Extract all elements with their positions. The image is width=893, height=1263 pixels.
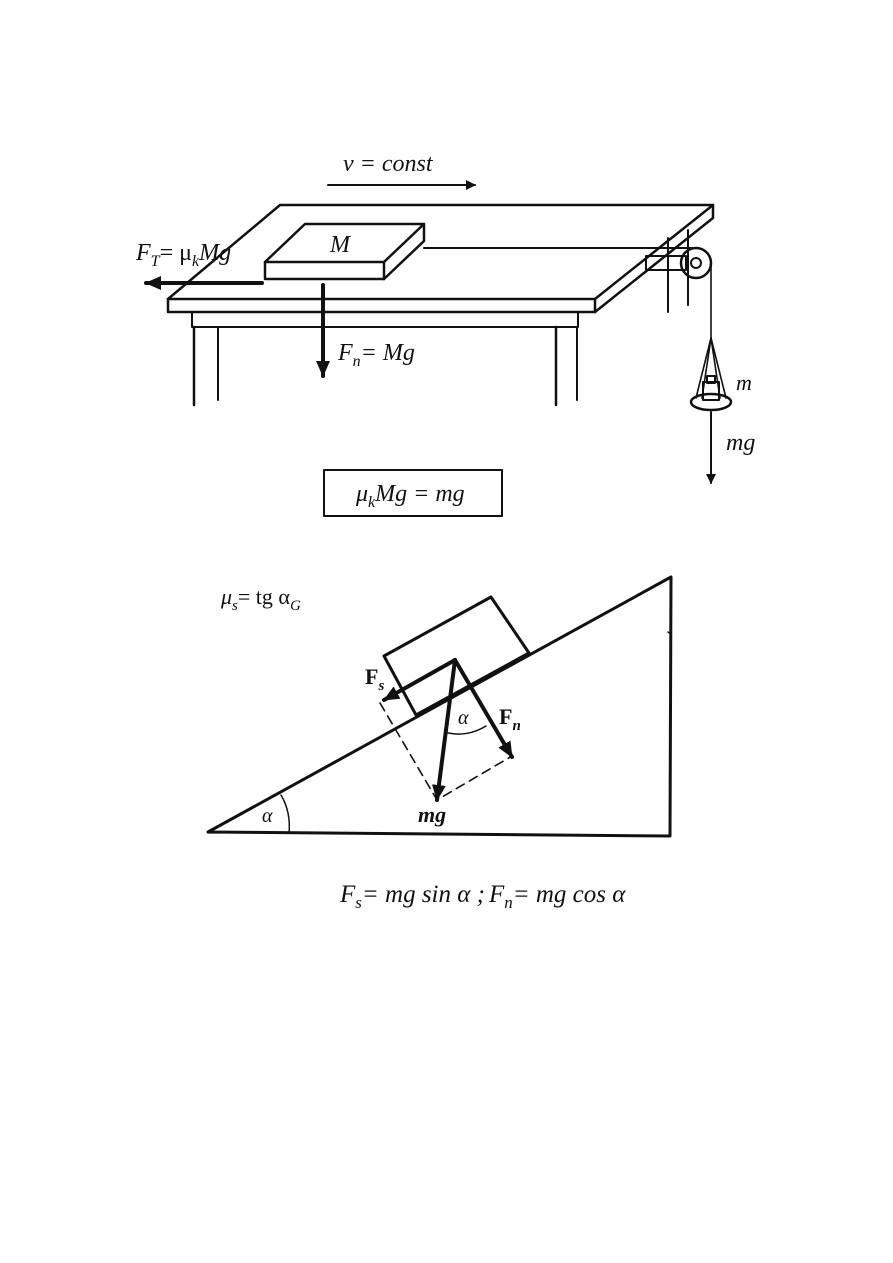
gravity-label: mg	[418, 802, 446, 827]
incline-block	[382, 595, 531, 717]
velocity-label: v = const	[343, 151, 434, 177]
incline-plane	[206, 575, 673, 838]
base-angle-arc	[280, 794, 291, 834]
vector-angle-arc	[447, 725, 487, 735]
force-fn-label: Fn	[499, 704, 521, 734]
balance-equation-box	[323, 469, 503, 517]
gravity-arrow	[431, 658, 457, 802]
balance-equation: μkMg = mg	[355, 481, 465, 511]
force-fn-arrow	[453, 658, 514, 759]
hanging-mass-label: m	[736, 370, 752, 395]
base-angle-label: α	[262, 805, 273, 827]
hanging-mass: m	[689, 262, 752, 412]
force-fs-label: Fs	[365, 664, 384, 694]
force-fs-arrow	[382, 658, 457, 702]
block-mass-label: M	[329, 232, 352, 258]
friction-label: FT= μkMg	[135, 240, 231, 270]
table-pulley-figure: v = const M	[135, 151, 755, 517]
normal-force-label: Fn= Mg	[337, 340, 415, 370]
vector-angle-label: α	[458, 707, 469, 729]
weight-label: mg	[726, 430, 755, 456]
force-components-formula: Fs= mg sin α ;Fn= mg cos α	[339, 881, 626, 912]
static-friction-formula: μs= tg αG	[220, 584, 301, 614]
block-M: M	[263, 222, 426, 281]
incline-figure: μs= tg αG α Fs Fn mg α	[206, 575, 673, 838]
table	[166, 203, 715, 407]
